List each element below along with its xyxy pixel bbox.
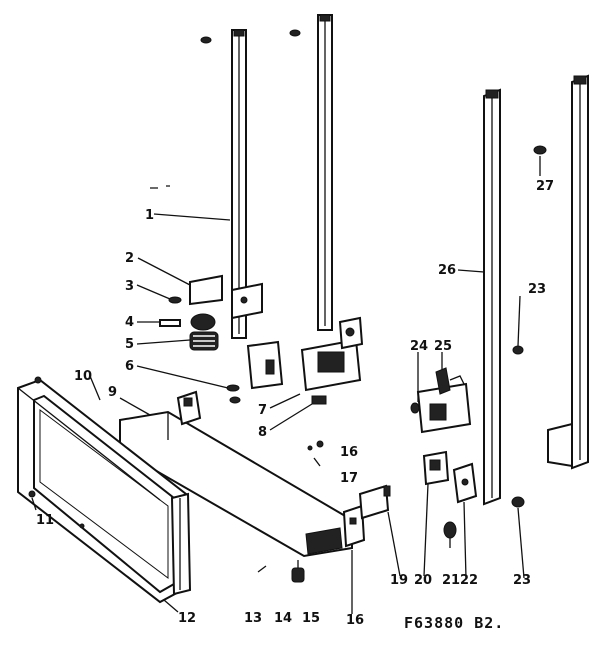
bracket-part-22 [452, 462, 478, 504]
callout-15: 15 [302, 611, 320, 626]
callout-24: 24 [410, 339, 428, 354]
callout-21: 21 [442, 573, 460, 588]
screw-icon [289, 29, 301, 37]
callout-23b: 23 [528, 282, 546, 297]
glass-strip-part-12 [170, 492, 192, 596]
callout-10: 10 [74, 369, 92, 384]
callout-27: 27 [536, 179, 554, 194]
screw-icon [200, 36, 212, 44]
screw-icon [168, 296, 182, 304]
callout-26: 26 [438, 263, 456, 278]
callout-17: 17 [340, 471, 358, 486]
callout-16b: 16 [346, 613, 364, 628]
clip-part-20 [422, 450, 450, 486]
screw-icon [512, 345, 524, 355]
callout-1: 1 [145, 208, 154, 223]
screw-icon [257, 565, 267, 573]
callout-8: 8 [258, 425, 267, 440]
rail-right-rear [547, 74, 589, 470]
callout-2: 2 [125, 251, 134, 266]
callout-6: 6 [125, 359, 134, 374]
callout-labels: 1 2 3 4 5 6 7 8 9 10 11 12 13 14 15 16 1… [36, 179, 554, 628]
screw-icon [28, 490, 36, 498]
callout-12: 12 [178, 611, 196, 626]
clip-icon [311, 395, 327, 405]
callout-7: 7 [258, 403, 267, 418]
drawing-number: F63880 B2. [404, 614, 504, 632]
rail-left-front [231, 29, 247, 339]
nut-icon [316, 440, 324, 448]
callout-25: 25 [434, 339, 452, 354]
leader-lines [31, 156, 541, 614]
bushing-part-4 [159, 313, 216, 331]
callout-20: 20 [414, 573, 432, 588]
callout-5: 5 [125, 337, 134, 352]
callout-13: 13 [244, 611, 262, 626]
screw-icon [34, 376, 42, 384]
hinge-bracket [246, 340, 284, 390]
callout-3: 3 [125, 279, 134, 294]
screw-icon [79, 523, 85, 529]
rail-right-front [483, 88, 501, 506]
callout-22: 22 [460, 573, 478, 588]
screw-icon [511, 496, 525, 508]
knob-part-21 [443, 521, 457, 548]
bracket-part-2 [189, 274, 263, 320]
panel-end-bracket-right [342, 504, 366, 548]
screw-icon [533, 145, 547, 155]
callout-16a: 16 [340, 445, 358, 460]
screw-icon [313, 457, 321, 467]
parts-illustration [17, 14, 589, 604]
screw-icon [226, 384, 240, 392]
switch-assembly [410, 367, 472, 434]
callout-11: 11 [36, 513, 54, 528]
callout-23a: 23 [513, 573, 531, 588]
rail-left-rear [317, 14, 333, 331]
screw-icon [229, 396, 241, 404]
part-14-15 [291, 560, 305, 583]
washer-icon [307, 445, 313, 451]
motor-assembly [300, 316, 364, 392]
bracket-part-19 [358, 484, 391, 520]
callout-14: 14 [274, 611, 292, 626]
callout-19: 19 [390, 573, 408, 588]
panel-end-bracket [176, 390, 202, 426]
callout-4: 4 [125, 315, 134, 330]
spring-part-5 [189, 331, 219, 351]
callout-9: 9 [108, 385, 117, 400]
